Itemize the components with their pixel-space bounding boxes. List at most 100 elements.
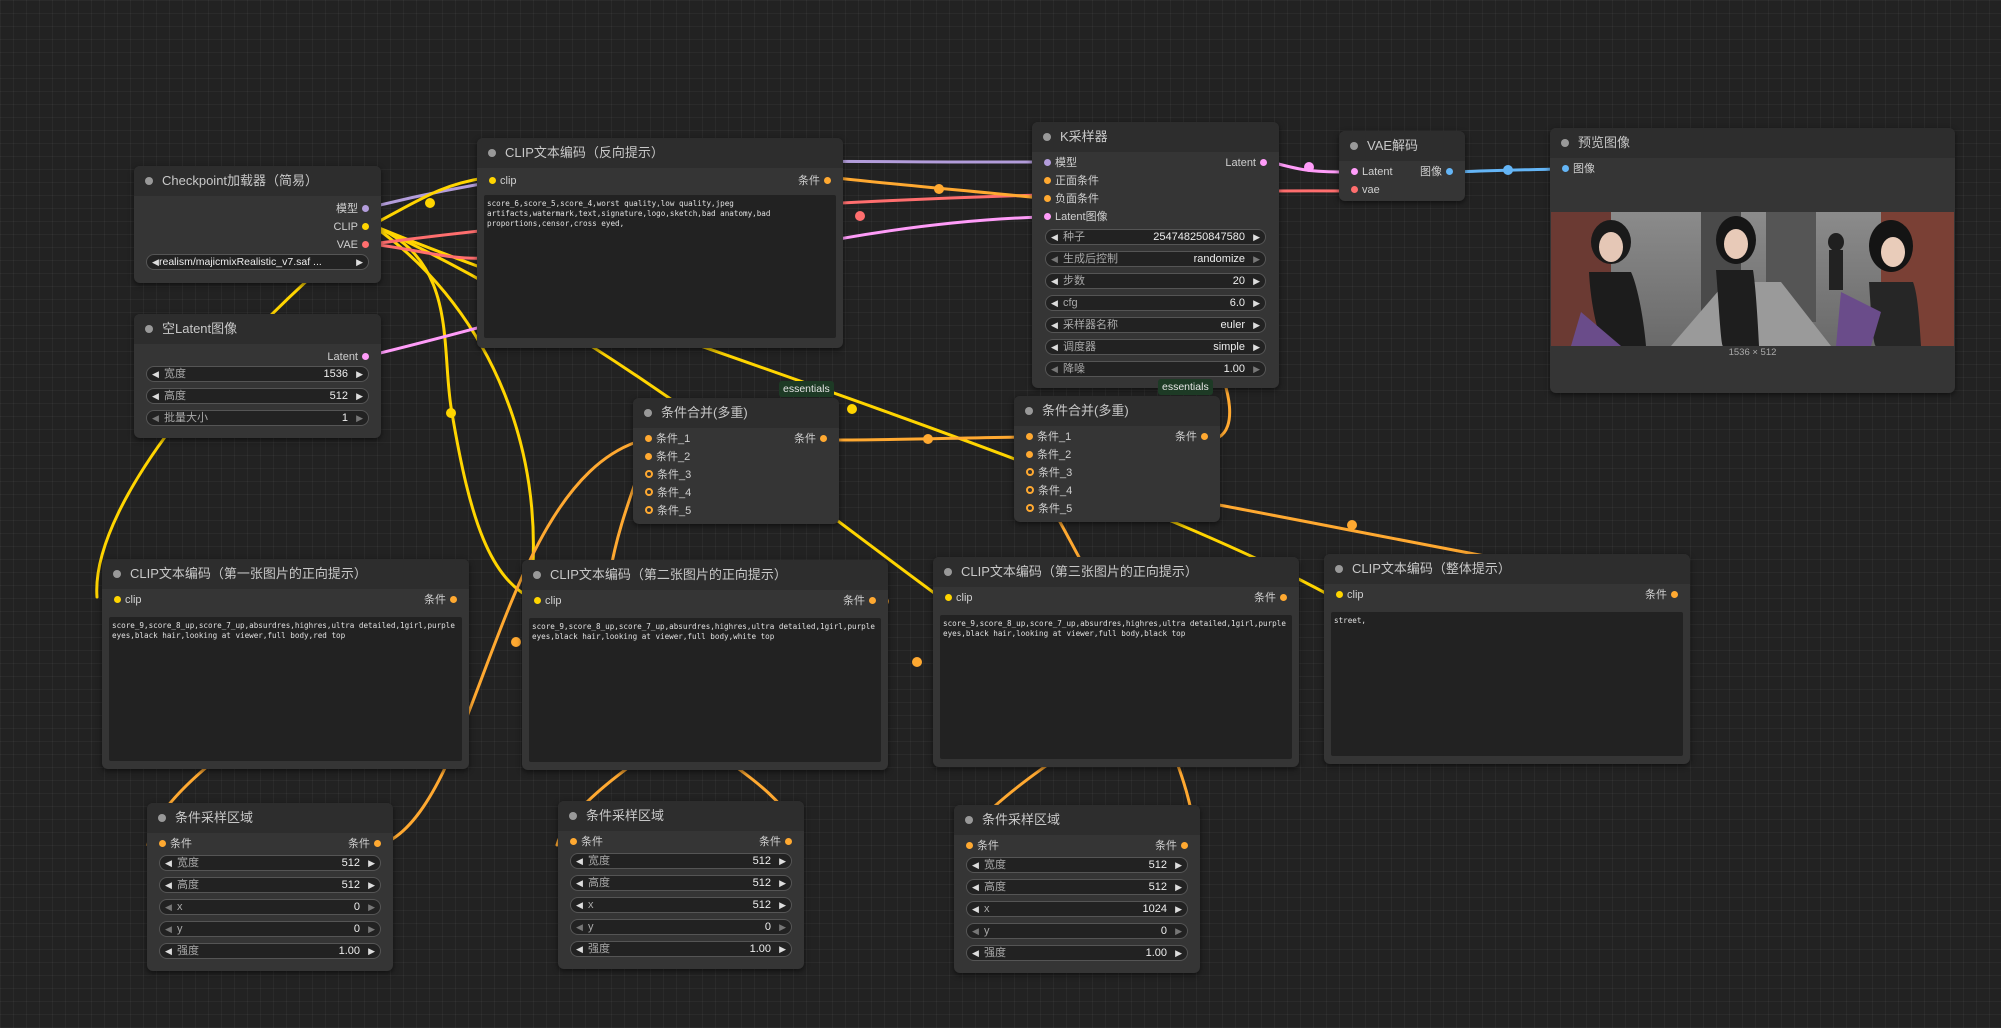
conditioning-socket-icon[interactable] [1026, 432, 1033, 440]
conditioning-socket-icon[interactable] [1026, 504, 1034, 513]
output-conditioning[interactable]: 条件 [1175, 428, 1212, 446]
input-vae[interactable]: vae [1347, 181, 1380, 199]
model-socket-icon[interactable] [362, 204, 369, 212]
preview-image[interactable] [1551, 212, 1954, 346]
node-title[interactable]: Checkpoint加载器（简易） [134, 166, 381, 196]
node-title[interactable]: VAE解码 [1339, 131, 1465, 161]
vae-socket-icon[interactable] [362, 240, 369, 248]
arrow-left-icon[interactable]: ◀ [152, 413, 159, 423]
arrow-left-icon[interactable]: ◀ [576, 922, 583, 932]
input-conditioning[interactable]: 条件 [962, 837, 999, 855]
input-cond-3[interactable]: 条件_3 [1022, 464, 1072, 482]
arrow-right-icon[interactable]: ▶ [1175, 948, 1182, 958]
arrow-right-icon[interactable]: ▶ [1175, 904, 1182, 914]
prompt-textarea[interactable]: score_9,score_8_up,score_7_up,absurdres,… [940, 615, 1292, 759]
collapse-dot-icon[interactable] [1561, 139, 1569, 147]
clip-global-node[interactable]: CLIP文本编码（整体提示） clip 条件 street, [1324, 554, 1690, 764]
latent-socket-icon[interactable] [1044, 212, 1051, 220]
collapse-dot-icon[interactable] [145, 325, 153, 333]
clip-positive-node-2[interactable]: CLIP文本编码（第二张图片的正向提示） clip 条件 score_9,sco… [522, 560, 888, 770]
input-cond-4[interactable]: 条件_4 [641, 484, 691, 502]
arrow-right-icon[interactable]: ▶ [779, 856, 786, 866]
input-latent[interactable]: Latent [1347, 163, 1393, 181]
arrow-right-icon[interactable]: ▶ [1175, 882, 1182, 892]
conditioning-socket-icon[interactable] [785, 837, 792, 845]
arrow-left-icon[interactable]: ◀ [1051, 232, 1058, 242]
arrow-left-icon[interactable]: ◀ [576, 944, 583, 954]
vae-decode-node[interactable]: VAE解码 Latent 图像 vae [1339, 131, 1465, 201]
height-widget[interactable]: ◀ 高度 512 ▶ [146, 388, 369, 404]
collapse-dot-icon[interactable] [145, 177, 153, 185]
latent-socket-icon[interactable] [362, 352, 369, 360]
node-title[interactable]: 条件合并(多重) [1014, 396, 1220, 426]
input-cond-3[interactable]: 条件_3 [641, 466, 691, 484]
arrow-right-icon[interactable]: ▶ [1253, 232, 1260, 242]
output-conditioning[interactable]: 条件 [1254, 589, 1291, 607]
conditioning-socket-icon[interactable] [645, 506, 653, 515]
node-title[interactable]: 条件采样区域 [954, 805, 1200, 835]
arrow-left-icon[interactable]: ◀ [1051, 342, 1058, 352]
arrow-left-icon[interactable]: ◀ [1051, 320, 1058, 330]
arrow-right-icon[interactable]: ▶ [1175, 860, 1182, 870]
arrow-left-icon[interactable]: ◀ [576, 856, 583, 866]
input-cond-4[interactable]: 条件_4 [1022, 482, 1072, 500]
conditioning-socket-icon[interactable] [824, 176, 831, 184]
output-model[interactable]: 模型 [336, 200, 373, 218]
arrow-left-icon[interactable]: ◀ [165, 880, 172, 890]
arrow-left-icon[interactable]: ◀ [152, 257, 159, 267]
node-title[interactable]: CLIP文本编码（第三张图片的正向提示） [933, 557, 1299, 587]
output-conditioning[interactable]: 条件 [794, 430, 831, 448]
output-clip[interactable]: CLIP [334, 218, 373, 236]
input-clip[interactable]: clip [110, 591, 142, 609]
conditioning-socket-icon[interactable] [570, 837, 577, 845]
clip-positive-node-1[interactable]: CLIP文本编码（第一张图片的正向提示） clip 条件 score_9,sco… [102, 559, 469, 769]
seed-widget[interactable]: ◀ 种子 254748250847580 ▶ [1045, 229, 1266, 245]
batch-size-widget[interactable]: ◀ 批量大小 1 ▶ [146, 410, 369, 426]
width-widget[interactable]: ◀ 宽度 1536 ▶ [146, 366, 369, 382]
collapse-dot-icon[interactable] [488, 149, 496, 157]
arrow-right-icon[interactable]: ▶ [1253, 320, 1260, 330]
vae-socket-icon[interactable] [1351, 185, 1358, 193]
latent-socket-icon[interactable] [1260, 158, 1267, 166]
input-clip[interactable]: clip [530, 592, 562, 610]
arrow-left-icon[interactable]: ◀ [1051, 298, 1058, 308]
input-image[interactable]: 图像 [1558, 160, 1595, 178]
clip-socket-icon[interactable] [1336, 590, 1343, 598]
arrow-left-icon[interactable]: ◀ [972, 948, 979, 958]
input-model[interactable]: 模型 [1040, 154, 1077, 172]
node-title[interactable]: CLIP文本编码（反向提示） [477, 138, 843, 168]
node-title[interactable]: K采样器 [1032, 122, 1279, 152]
output-conditioning[interactable]: 条件 [843, 592, 880, 610]
arrow-left-icon[interactable]: ◀ [576, 900, 583, 910]
collapse-dot-icon[interactable] [1350, 142, 1358, 150]
clip-socket-icon[interactable] [362, 222, 369, 230]
arrow-left-icon[interactable]: ◀ [1051, 276, 1058, 286]
prompt-textarea[interactable]: street, [1331, 612, 1683, 756]
output-latent[interactable]: Latent [1225, 154, 1271, 172]
output-latent[interactable]: Latent [327, 348, 373, 366]
arrow-right-icon[interactable]: ▶ [1253, 364, 1260, 374]
model-socket-icon[interactable] [1044, 158, 1051, 166]
arrow-right-icon[interactable]: ▶ [356, 257, 363, 267]
node-title[interactable]: 条件合并(多重) [633, 398, 839, 428]
collapse-dot-icon[interactable] [569, 812, 577, 820]
arrow-right-icon[interactable]: ▶ [356, 391, 363, 401]
arrow-right-icon[interactable]: ▶ [1175, 926, 1182, 936]
input-negative[interactable]: 负面条件 [1040, 190, 1099, 208]
output-conditioning[interactable]: 条件 [798, 172, 835, 190]
arrow-left-icon[interactable]: ◀ [576, 878, 583, 888]
conditioning-socket-icon[interactable] [374, 839, 381, 847]
clip-negative-node[interactable]: CLIP文本编码（反向提示） clip 条件 score_6,score_5,s… [477, 138, 843, 348]
arrow-right-icon[interactable]: ▶ [779, 922, 786, 932]
conditioning-socket-icon[interactable] [1201, 432, 1208, 440]
image-socket-icon[interactable] [1446, 167, 1453, 175]
input-cond-1[interactable]: 条件_1 [1022, 428, 1071, 446]
